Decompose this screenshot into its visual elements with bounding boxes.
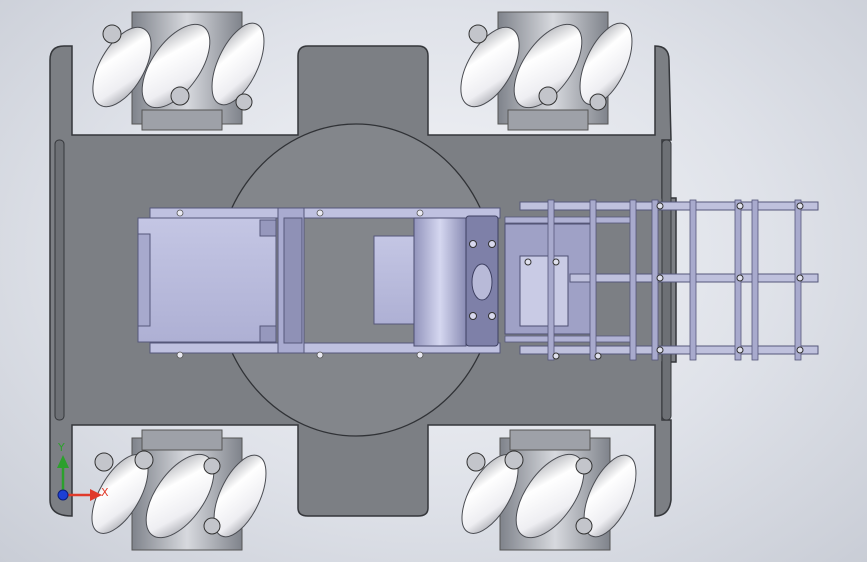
mecanum-wheel-front-right [460, 11, 633, 131]
mecanum-wheel-rear-right [461, 429, 637, 551]
gripper-linkage [504, 199, 819, 361]
triad-y-label: Y [58, 441, 65, 454]
mecanum-wheel-front-left [92, 11, 265, 131]
mecanum-wheel-rear-left [91, 429, 267, 551]
arm-base-bracket [137, 207, 501, 359]
coordinate-triad [57, 455, 102, 501]
servo-motor [413, 215, 499, 347]
triad-x-label: X [101, 486, 109, 499]
